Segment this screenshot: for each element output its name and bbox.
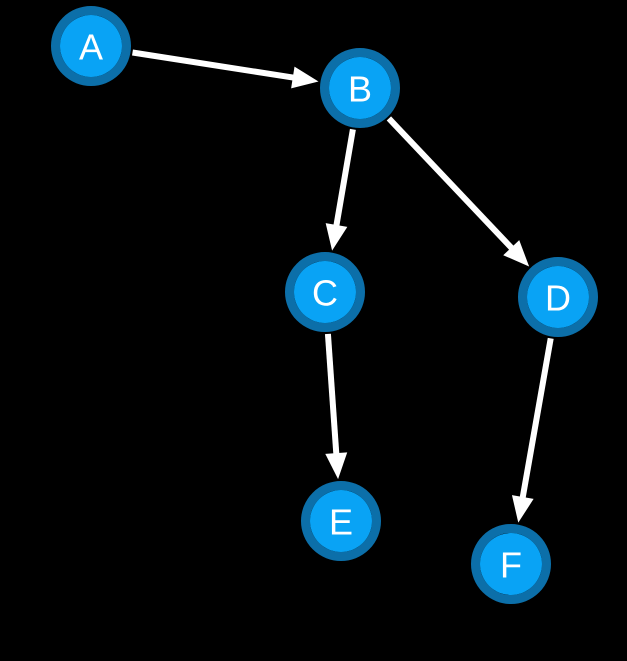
arrowhead-b-c	[325, 223, 348, 251]
arrowhead-c-e	[325, 452, 348, 480]
node-fill	[527, 266, 589, 328]
node-fill	[60, 15, 122, 77]
node-ring	[471, 524, 551, 604]
node-ring	[301, 481, 381, 561]
edge-c-e[interactable]	[324, 333, 348, 480]
arrowhead-b-d	[503, 240, 530, 267]
node-label: A	[79, 27, 103, 68]
node-label: B	[348, 69, 372, 110]
node-fill	[294, 261, 356, 323]
node-b[interactable]: B	[320, 48, 400, 128]
node-label: D	[545, 278, 571, 319]
node-fill	[480, 533, 542, 595]
node-d[interactable]: D	[518, 257, 598, 337]
node-c[interactable]: C	[285, 252, 365, 332]
node-label: C	[312, 273, 338, 314]
node-label: F	[500, 545, 522, 586]
node-fill	[329, 57, 391, 119]
node-ring	[320, 48, 400, 128]
node-a[interactable]: A	[51, 6, 131, 86]
arrowhead-a-b	[291, 66, 319, 89]
node-label: E	[329, 502, 353, 543]
node-e[interactable]: E	[301, 481, 381, 561]
nodes-layer: A B C D E F	[51, 6, 598, 604]
arrowhead-d-f	[511, 495, 534, 523]
edge-a-b[interactable]	[132, 49, 319, 89]
node-ring	[51, 6, 131, 86]
node-f[interactable]: F	[471, 524, 551, 604]
edges-layer	[132, 49, 554, 523]
edge-b-c[interactable]	[325, 128, 356, 251]
node-ring	[518, 257, 598, 337]
node-fill	[310, 490, 372, 552]
edge-d-f[interactable]	[511, 337, 554, 523]
node-ring	[285, 252, 365, 332]
edge-b-d[interactable]	[386, 116, 530, 267]
